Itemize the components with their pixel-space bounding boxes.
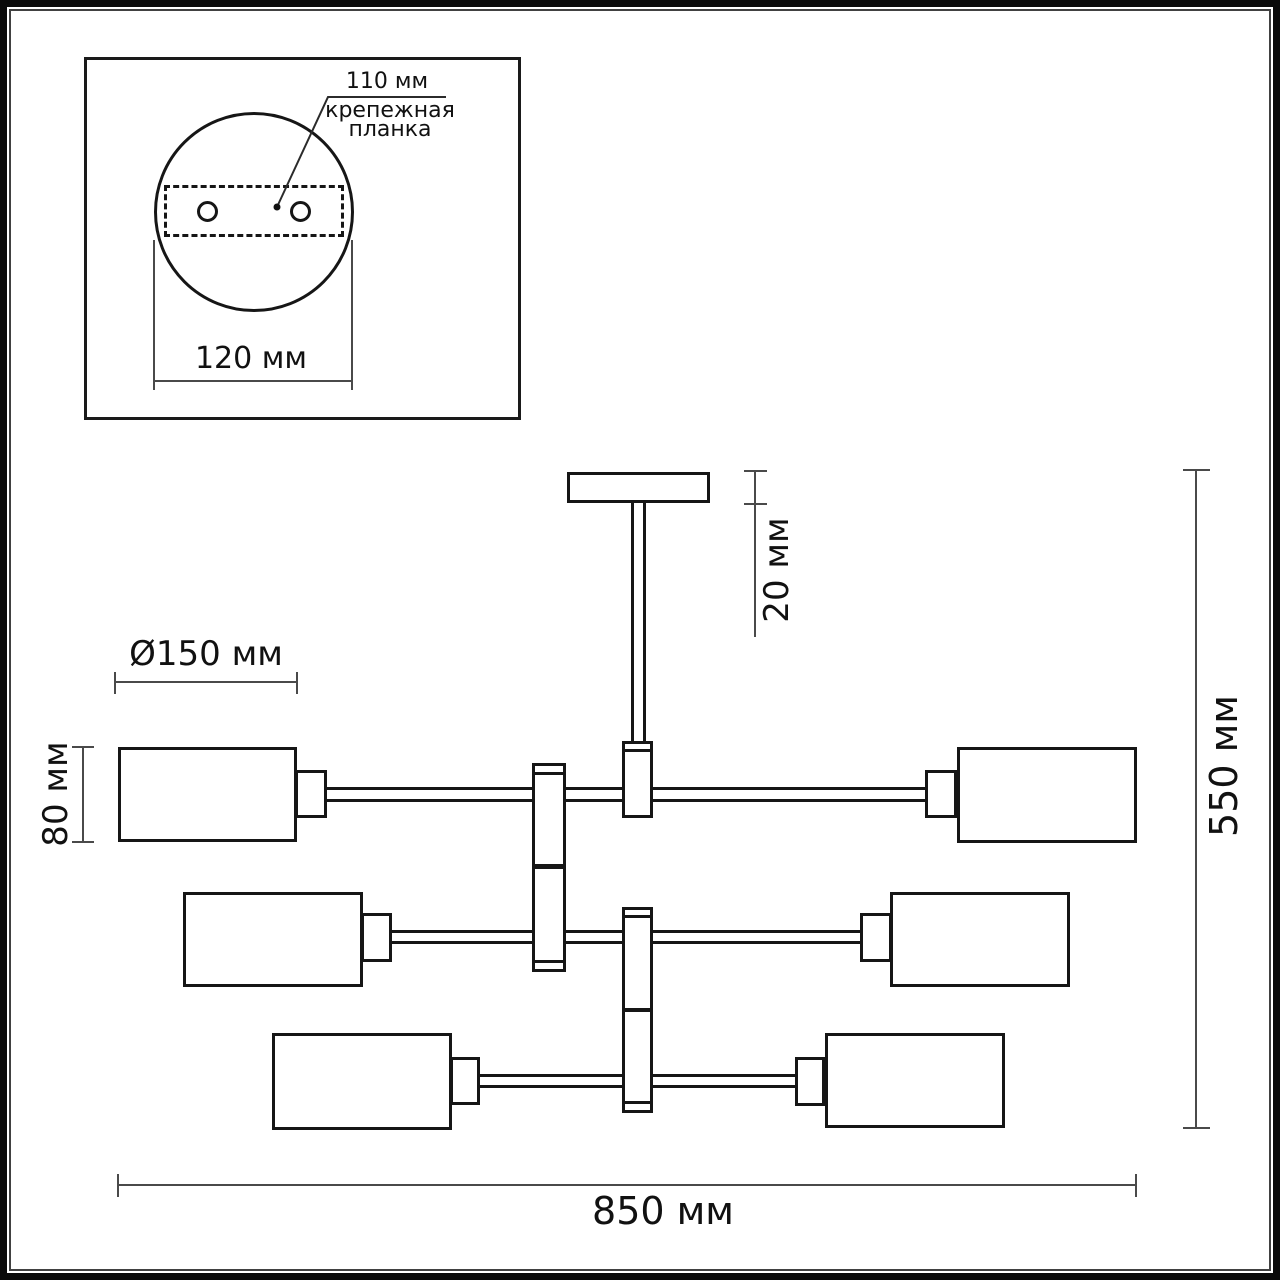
shade-tier2-left [183, 892, 363, 987]
page-inner-border [9, 9, 1271, 1271]
fixture-stem [631, 502, 646, 743]
mounting-hole-right [290, 201, 311, 222]
plate-width-label: 120 мм [194, 341, 308, 376]
socket-tier1-right [925, 770, 957, 818]
shade-tier1-left [118, 747, 297, 842]
hole-spacing-label: 110 мм [345, 69, 429, 94]
shade-tier1-right [957, 747, 1137, 843]
canopy-height-label: 20 мм [757, 517, 797, 623]
shade-diameter-label: Ø150 мм [129, 634, 283, 674]
ceiling-canopy [567, 472, 710, 503]
socket-tier2-left [361, 913, 392, 962]
shade-tier2-right [890, 892, 1070, 987]
fixture-width-label: 850 мм [592, 1189, 734, 1233]
mount-plate-label: крепежная планка [325, 98, 455, 142]
hub-tier1 [622, 741, 653, 818]
shade-tier3-right [825, 1033, 1005, 1128]
socket-tier3-right [795, 1057, 825, 1106]
fixture-height-label: 550 мм [1202, 695, 1246, 837]
shade-tier3-left [272, 1033, 452, 1130]
shade-height-label: 80 мм [36, 741, 76, 847]
link-bar-tier1-tier2 [532, 763, 566, 972]
mounting-hole-left [197, 201, 218, 222]
socket-tier1-left [295, 770, 327, 818]
socket-tier2-right [860, 913, 892, 962]
link-column-tier2-tier3 [622, 907, 653, 1113]
mounting-plate-outline [164, 185, 344, 237]
socket-tier3-left [450, 1057, 480, 1105]
